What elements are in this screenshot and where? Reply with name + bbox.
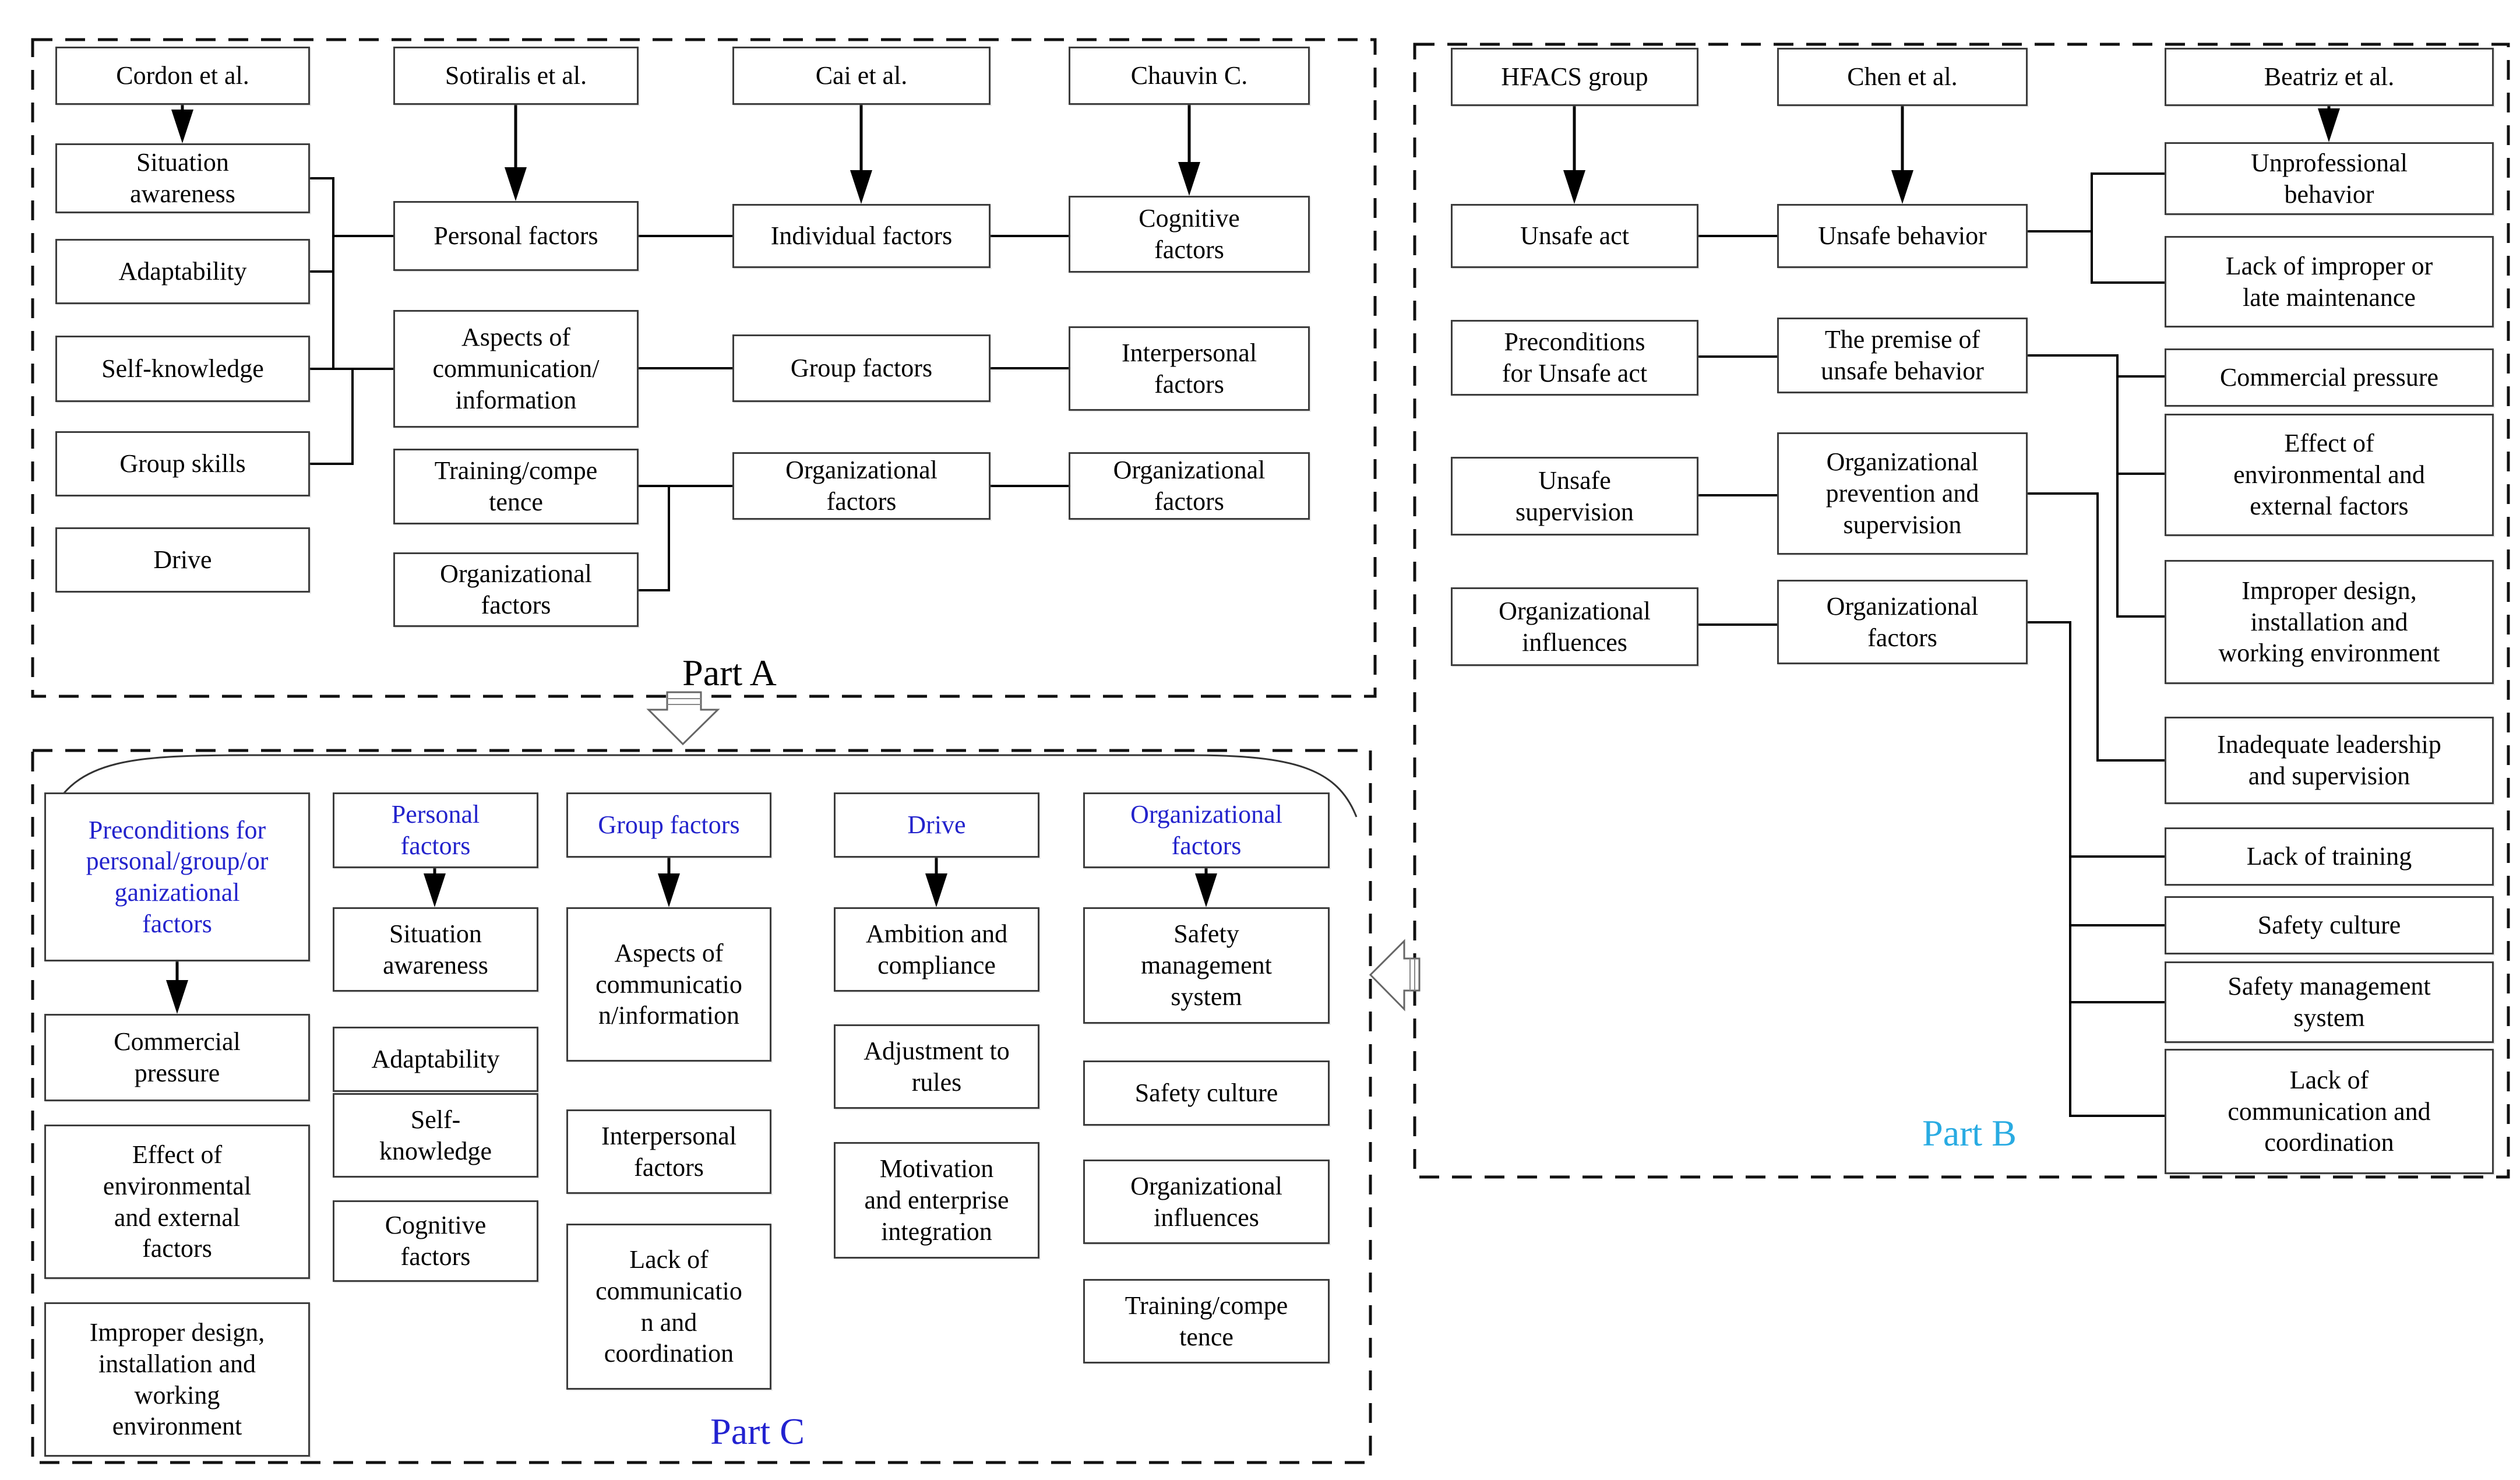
box-c-lack-comm: Lack of communicatio n and coordination: [566, 1224, 771, 1390]
box-c-self-knowledge: Self- knowledge: [333, 1093, 538, 1178]
arrow-head-icon: [658, 873, 680, 907]
arrow-head-icon: [850, 170, 872, 204]
box-c-commercial: Commercial pressure: [44, 1014, 310, 1101]
box-b-author-hfacs: HFACS group: [1451, 48, 1698, 106]
box-a-org-sotiralis: Organizational factors: [393, 552, 639, 627]
arrow-head-icon: [925, 873, 947, 907]
part-c-label: Part C: [710, 1411, 805, 1452]
box-c-org-hdr: Organizational factors: [1083, 792, 1330, 868]
box-a-drive: Drive: [55, 527, 310, 593]
box-b-org-prevention: Organizational prevention and supervisio…: [1777, 432, 2028, 555]
part-a-boundary: [31, 38, 1377, 698]
box-c-personal-hdr: Personal factors: [333, 792, 538, 868]
part-a-label: Part A: [682, 652, 777, 693]
box-b-org-influences: Organizational influences: [1451, 587, 1698, 666]
box-a-situation: Situation awareness: [55, 143, 310, 213]
box-a-author-cai: Cai et al.: [732, 47, 991, 105]
box-b-precond: Preconditions for Unsafe act: [1451, 320, 1698, 396]
arrow-head-icon: [1195, 873, 1217, 907]
box-a-adaptability: Adaptability: [55, 239, 310, 304]
box-c-training: Training/compe tence: [1083, 1279, 1330, 1363]
box-b-unsafe-act: Unsafe act: [1451, 204, 1698, 268]
arrow-head-icon: [1891, 170, 1913, 204]
arrow-head-icon: [1563, 170, 1585, 204]
box-c-group-hdr: Group factors: [566, 792, 771, 858]
box-c-situation: Situation awareness: [333, 907, 538, 992]
box-b-safety-mgmt: Safety management system: [2165, 961, 2494, 1043]
part-b-label: Part B: [1922, 1112, 2017, 1154]
arrow-head-icon: [505, 167, 527, 201]
box-a-author-cordon: Cordon et al.: [55, 47, 310, 105]
box-c-effect-env: Effect of environmental and external fac…: [44, 1125, 310, 1279]
box-b-improper-design: Improper design, installation and workin…: [2165, 560, 2494, 684]
arrow-head-icon: [2318, 108, 2340, 142]
box-a-author-sotiralis: Sotiralis et al.: [393, 47, 639, 105]
part-c-boundary: [31, 749, 1372, 1464]
box-b-author-chen: Chen et al.: [1777, 48, 2028, 106]
box-c-ambition: Ambition and compliance: [834, 907, 1039, 992]
box-b-lack-maintenance: Lack of improper or late maintenance: [2165, 236, 2494, 327]
box-a-self-knowledge: Self-knowledge: [55, 336, 310, 402]
box-c-adaptability: Adaptability: [333, 1027, 538, 1092]
box-a-aspects: Aspects of communication/ information: [393, 310, 639, 428]
part-c-brace-arc: [48, 754, 1358, 817]
box-c-drive-hdr: Drive: [834, 792, 1039, 858]
box-b-effect-env: Effect of environmental and external fac…: [2165, 414, 2494, 536]
box-c-interpersonal: Interpersonal factors: [566, 1109, 771, 1194]
arrow-head-icon: [1178, 162, 1200, 196]
box-a-author-chauvin: Chauvin C.: [1069, 47, 1310, 105]
box-b-unprofessional: Unprofessional behavior: [2165, 142, 2494, 215]
left-arrow-icon: [1369, 939, 1421, 1012]
arrow-head-icon: [166, 980, 188, 1014]
box-c-adjustment: Adjustment to rules: [834, 1024, 1039, 1109]
box-a-personal: Personal factors: [393, 201, 639, 271]
box-b-lack-comm: Lack of communication and coordination: [2165, 1049, 2494, 1174]
box-a-org-chauvin: Organizational factors: [1069, 452, 1310, 520]
box-b-commercial: Commercial pressure: [2165, 348, 2494, 407]
box-c-aspects: Aspects of communicatio n/information: [566, 907, 771, 1062]
part-b-boundary: [1413, 43, 2510, 1179]
box-c-precond-hdr: Preconditions for personal/group/or gani…: [44, 792, 310, 961]
box-b-premise: The premise of unsafe behavior: [1777, 318, 2028, 393]
box-b-author-beatriz: Beatriz et al.: [2165, 48, 2494, 106]
box-b-unsafe-behavior: Unsafe behavior: [1777, 204, 2028, 268]
down-arrow-icon: [646, 691, 720, 746]
arrow-head-icon: [171, 110, 193, 143]
box-c-motivation: Motivation and enterprise integration: [834, 1142, 1039, 1259]
box-b-inadequate: Inadequate leadership and supervision: [2165, 717, 2494, 804]
box-a-training: Training/compe tence: [393, 449, 639, 524]
box-b-org-factors: Organizational factors: [1777, 580, 2028, 664]
box-b-lack-training: Lack of training: [2165, 827, 2494, 886]
box-a-org-cai: Organizational factors: [732, 452, 991, 520]
box-a-individual: Individual factors: [732, 204, 991, 268]
box-a-group-skills: Group skills: [55, 431, 310, 496]
box-b-unsafe-sup: Unsafe supervision: [1451, 457, 1698, 535]
arrow-head-icon: [424, 873, 446, 907]
box-c-improper: Improper design, installation and workin…: [44, 1302, 310, 1457]
box-b-safety-culture: Safety culture: [2165, 896, 2494, 954]
box-a-group-cai: Group factors: [732, 334, 991, 402]
box-a-cognitive: Cognitive factors: [1069, 196, 1310, 273]
box-c-cognitive: Cognitive factors: [333, 1200, 538, 1282]
box-c-org-influences: Organizational influences: [1083, 1160, 1330, 1244]
box-c-safety-culture: Safety culture: [1083, 1060, 1330, 1126]
box-c-safety-mgmt: Safety management system: [1083, 907, 1330, 1024]
box-a-interpersonal: Interpersonal factors: [1069, 326, 1310, 411]
